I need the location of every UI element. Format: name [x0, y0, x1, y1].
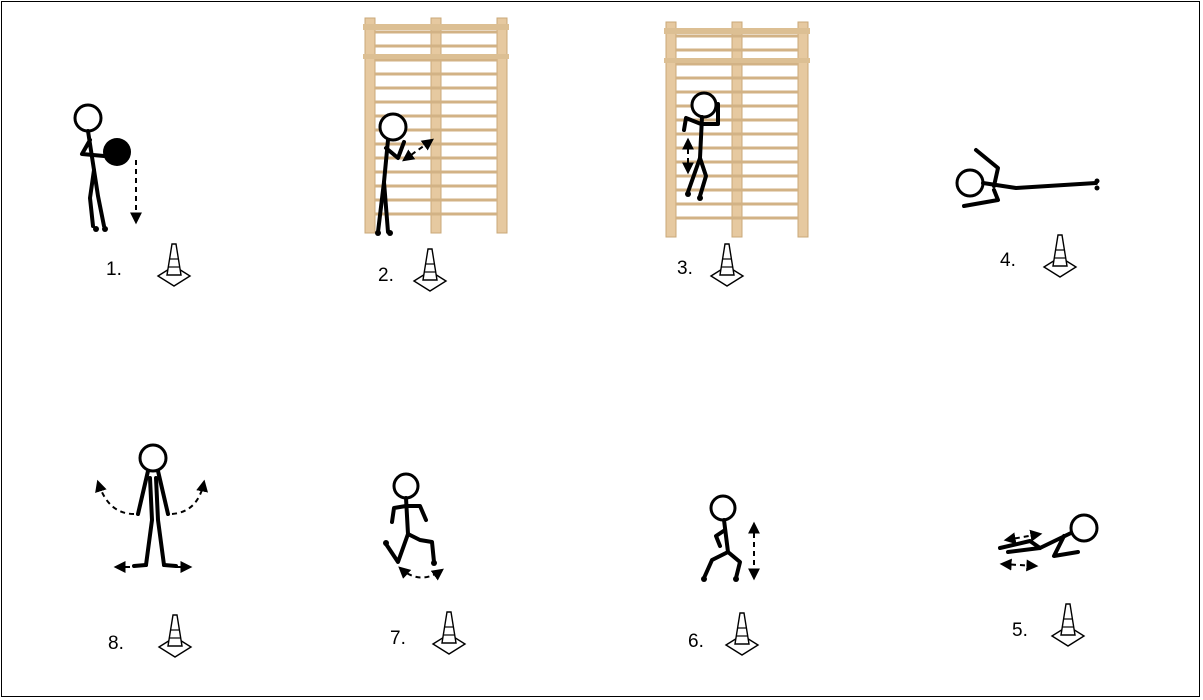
station-number: 8. — [108, 633, 124, 654]
station-2: 2. — [363, 18, 509, 291]
traffic-cone-icon — [414, 249, 446, 291]
station-number: 4. — [1000, 250, 1016, 271]
traffic-cone-icon — [433, 612, 465, 654]
station-number: 2. — [378, 265, 394, 286]
station-4: 4. — [957, 150, 1100, 277]
figure-squat-jump — [701, 496, 754, 582]
station-number: 3. — [677, 258, 693, 279]
station-8: 8. — [98, 445, 204, 657]
figure-wall-bars-throw — [375, 114, 432, 236]
station-6: 6. — [688, 496, 758, 655]
station-number: 7. — [390, 628, 406, 649]
station-1: 1. — [75, 105, 190, 286]
figure-lunge — [383, 474, 442, 578]
station-number: 1. — [106, 259, 122, 280]
traffic-cone-icon — [726, 613, 758, 655]
traffic-cone-icon — [711, 244, 743, 286]
station-7: 7. — [383, 474, 465, 654]
figure-standing-with-ball — [75, 105, 136, 232]
traffic-cone-icon — [159, 615, 191, 657]
traffic-cone-icon — [1044, 235, 1076, 277]
station-number: 6. — [688, 631, 704, 652]
station-number: 5. — [1012, 620, 1028, 641]
traffic-cone-icon — [158, 244, 190, 286]
station-3: 3. — [664, 22, 810, 286]
traffic-cone-icon — [1052, 604, 1084, 646]
figure-lying-arm-raise — [957, 150, 1100, 206]
figure-lying-leg-slide — [1000, 515, 1097, 566]
station-5: 5. — [1000, 515, 1097, 646]
figure-jumping-jack — [98, 445, 204, 567]
